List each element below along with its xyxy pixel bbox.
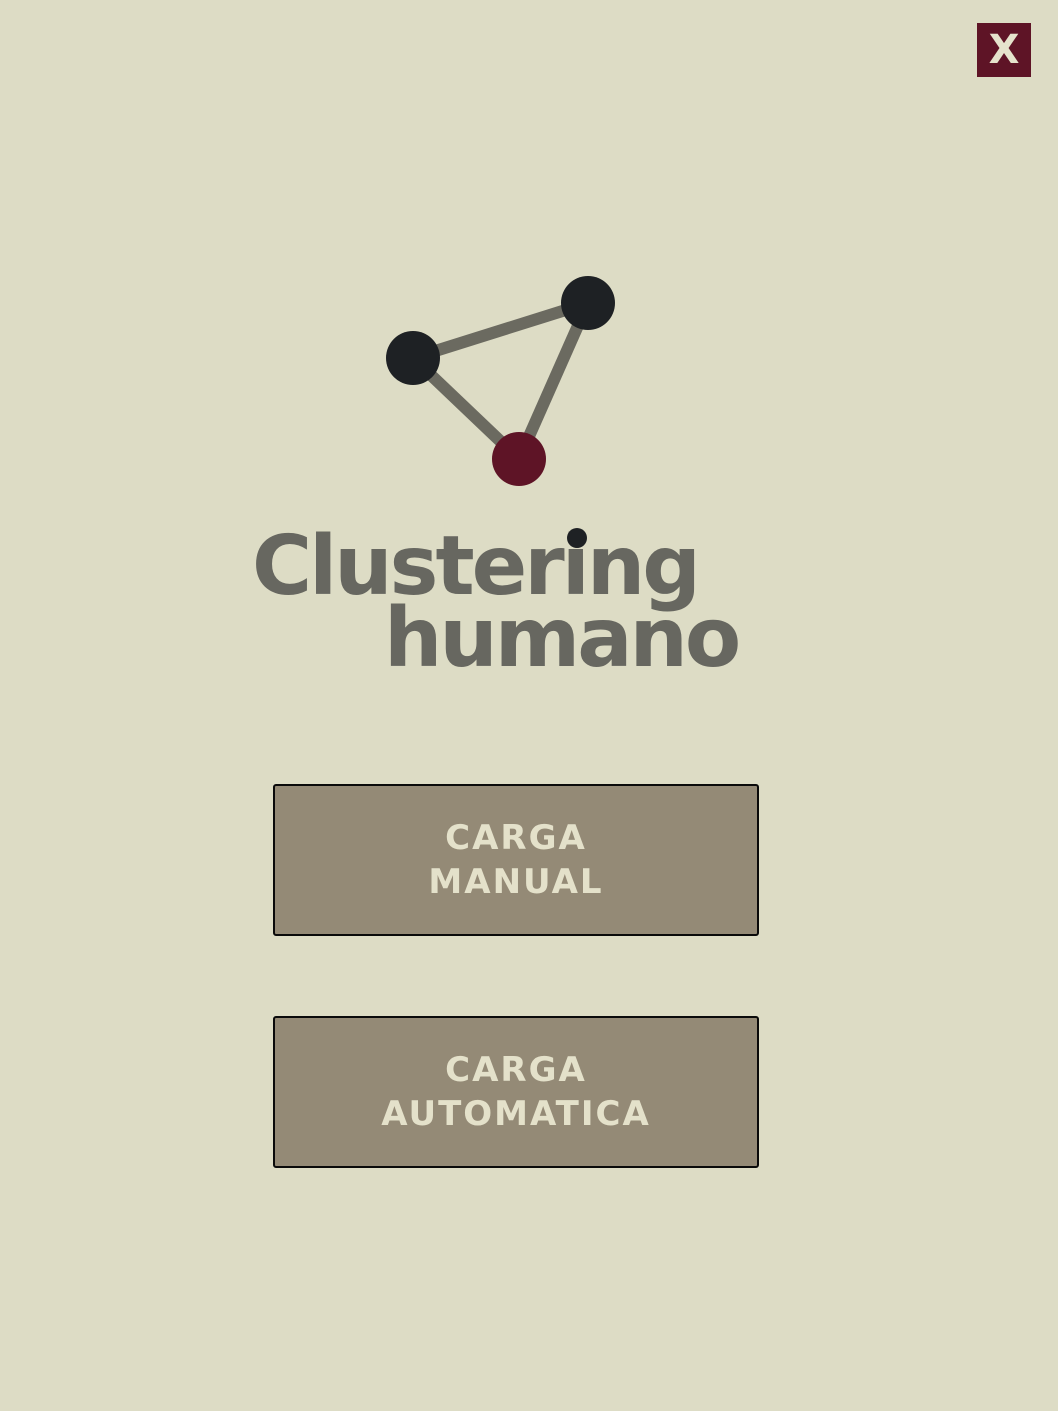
logo-edge-top — [411, 297, 590, 364]
automatic-load-label-line2: AUTOMATICA — [381, 1094, 651, 1134]
title-line-clustering: Clustering — [252, 519, 701, 614]
cluster-graph-icon — [386, 276, 615, 486]
manual-load-button[interactable]: CARGA MANUAL — [273, 784, 759, 936]
automatic-load-label-line1: CARGA — [445, 1050, 587, 1090]
logo-edge-right — [513, 300, 594, 462]
logo-node-bottom — [492, 432, 546, 486]
title-i-dot-decoration — [567, 528, 587, 548]
manual-load-label-line2: MANUAL — [428, 862, 604, 902]
logo-node-right — [561, 276, 615, 330]
automatic-load-button[interactable]: CARGA AUTOMATICA — [273, 1016, 759, 1168]
close-button[interactable]: X — [977, 23, 1031, 77]
manual-load-label-line1: CARGA — [445, 818, 587, 858]
title-line-humano: humano — [384, 591, 741, 686]
logo-node-left — [386, 331, 440, 385]
